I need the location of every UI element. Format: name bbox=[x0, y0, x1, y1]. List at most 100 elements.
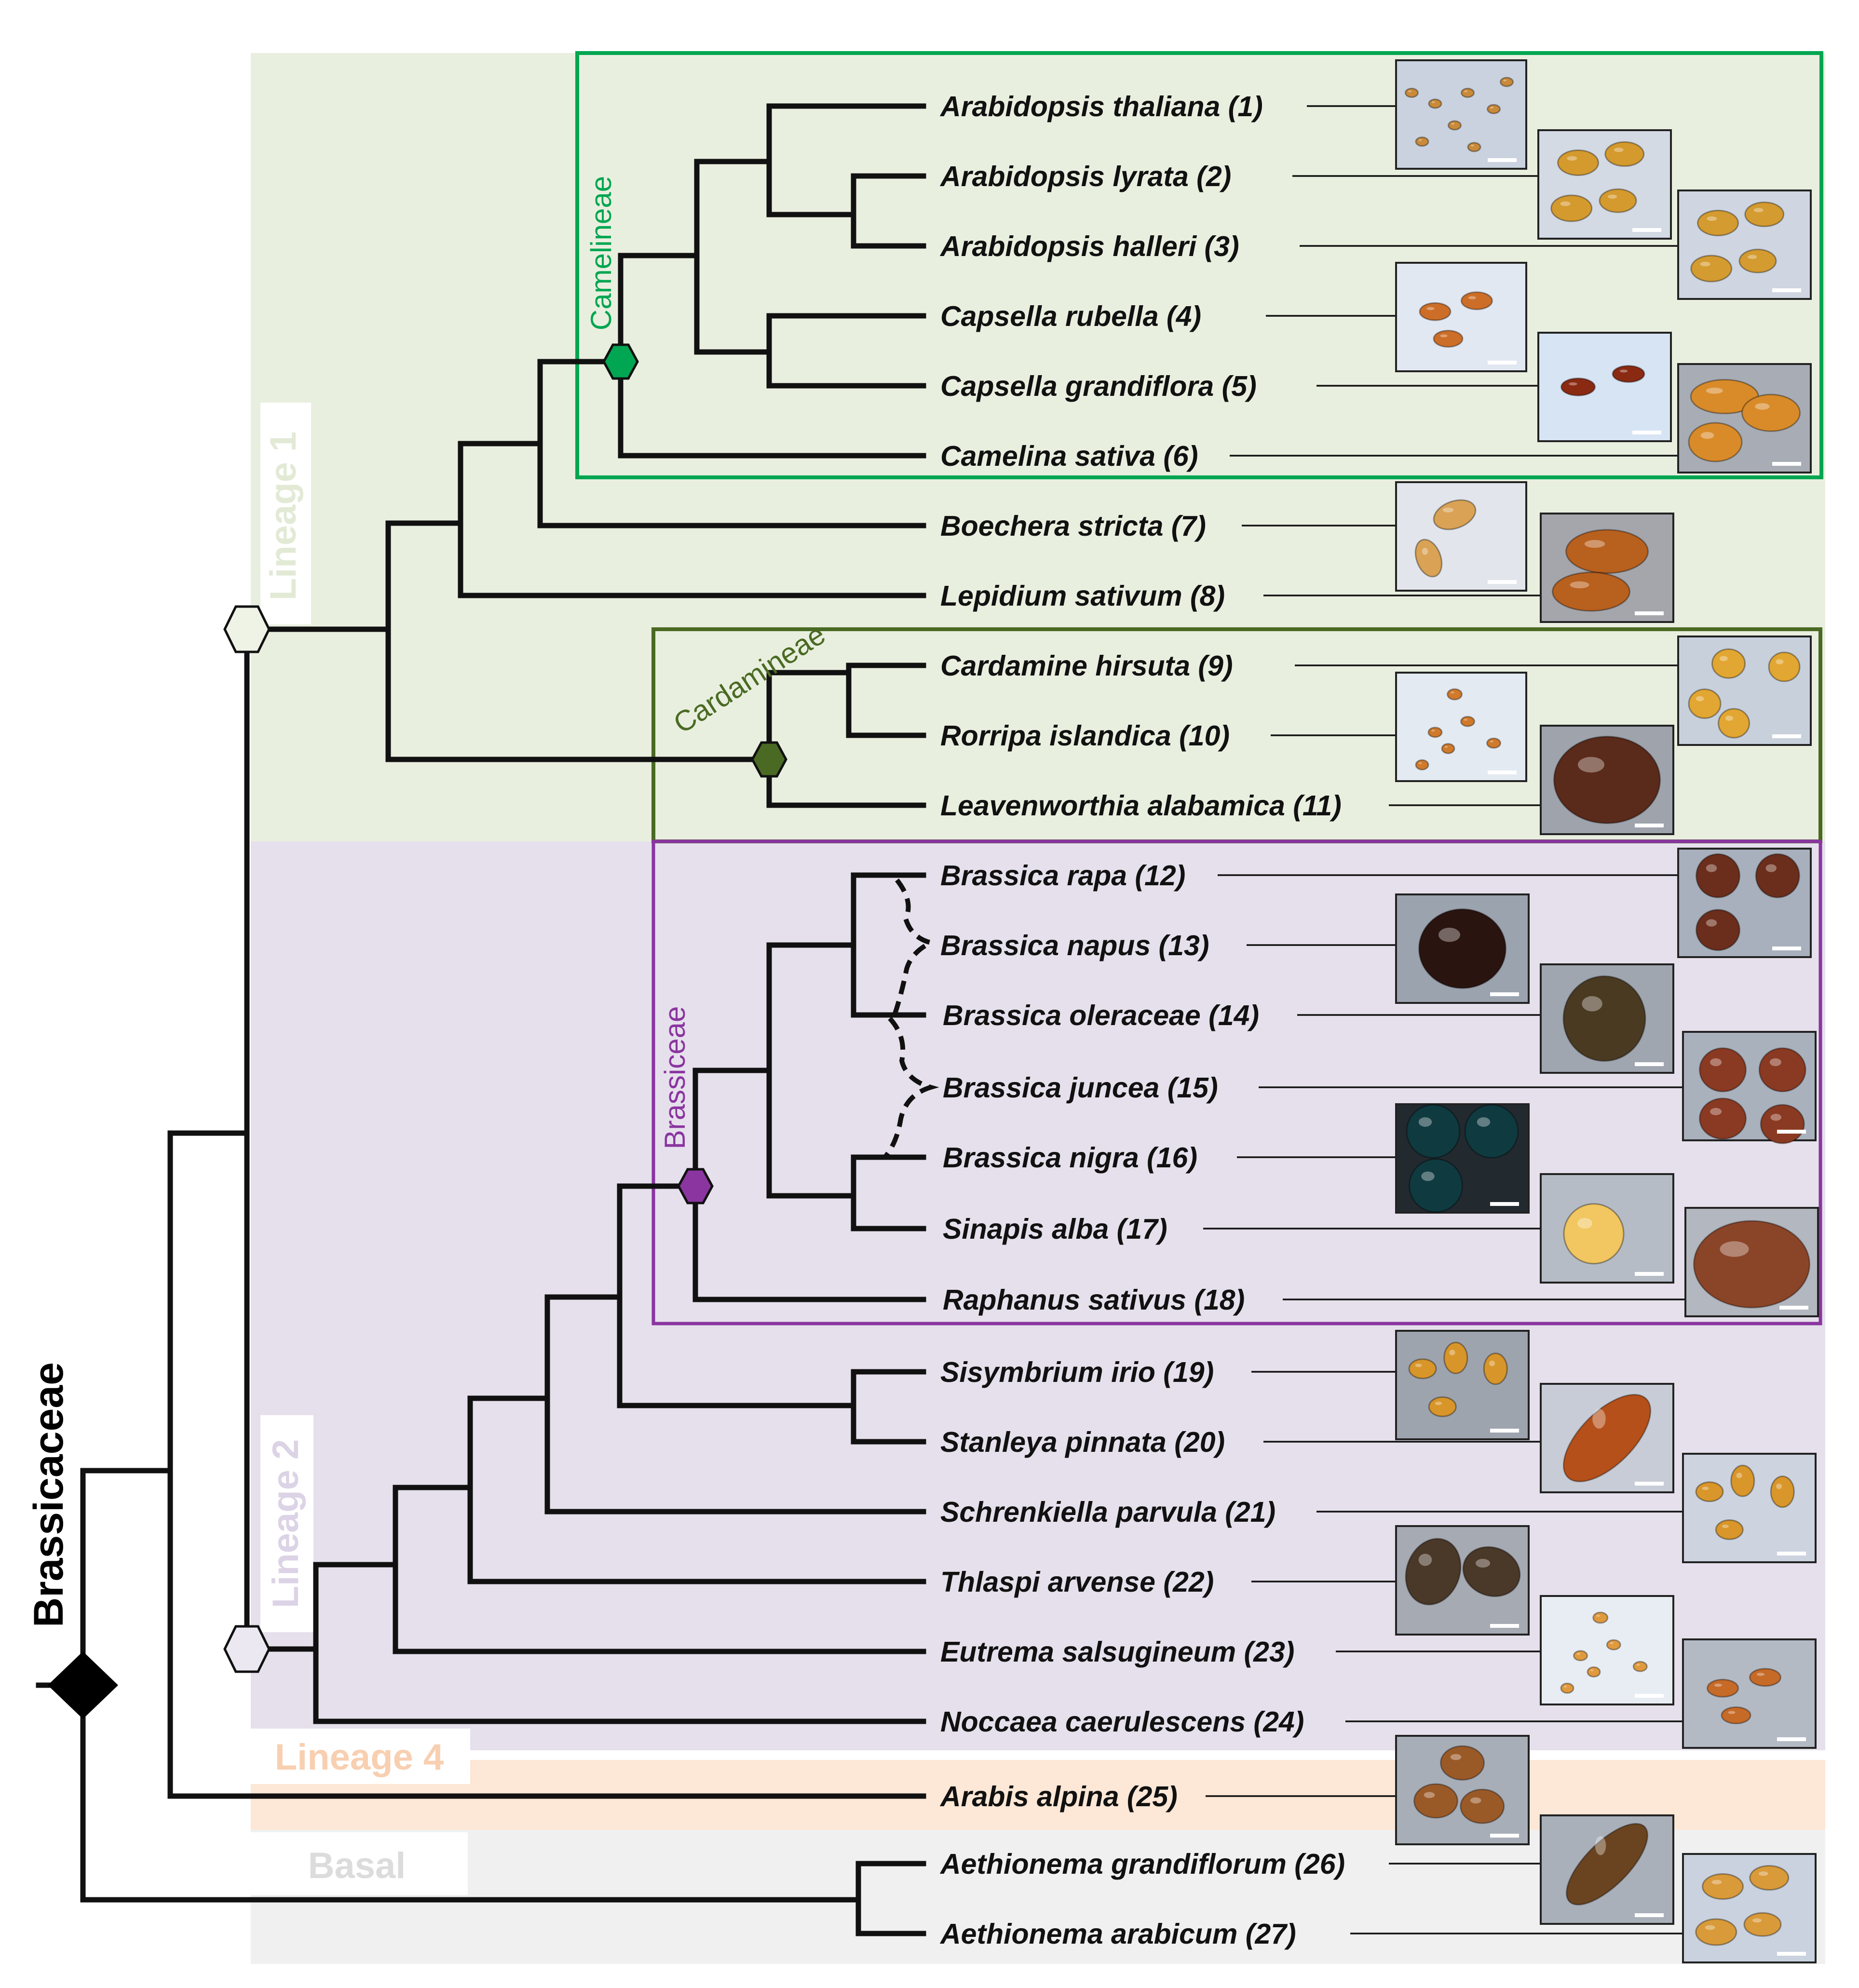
seed-shape bbox=[1699, 1047, 1747, 1093]
seed-highlight bbox=[1418, 1117, 1432, 1127]
taxon-label: Brassica rapa (12) bbox=[940, 860, 1185, 892]
seed-photo bbox=[1540, 725, 1674, 835]
seed-highlight bbox=[1418, 762, 1422, 764]
seed-highlight bbox=[1451, 122, 1454, 125]
seed-highlight bbox=[1418, 139, 1422, 141]
seed-shape bbox=[1599, 188, 1637, 213]
photo-frame bbox=[1677, 189, 1812, 300]
seed-shape bbox=[1760, 1104, 1805, 1144]
taxon-label: Lepidium sativum (8) bbox=[940, 580, 1225, 612]
seed-highlight bbox=[1503, 79, 1506, 81]
seed-shape bbox=[1405, 1538, 1462, 1606]
leader-lines bbox=[1203, 105, 1685, 1934]
scale-bar bbox=[1635, 1482, 1664, 1486]
seed-highlight bbox=[1431, 101, 1435, 103]
seed-shape bbox=[1406, 1104, 1461, 1159]
basal-label-box bbox=[251, 1832, 468, 1895]
seed-highlight bbox=[1710, 1058, 1722, 1067]
seed-shape bbox=[1408, 1358, 1437, 1379]
taxon-label: Arabidopsis thaliana (1) bbox=[939, 91, 1263, 122]
seed-photo bbox=[1395, 1103, 1530, 1214]
scale-bar bbox=[1772, 734, 1801, 738]
basal-label: Basal bbox=[308, 1845, 406, 1886]
napus-hybrid-curve bbox=[892, 878, 938, 1016]
seed-shape bbox=[1573, 1650, 1588, 1662]
seed-shape bbox=[1415, 136, 1429, 147]
seed-highlight bbox=[1440, 334, 1448, 338]
seed-shape bbox=[1741, 393, 1801, 432]
seed-shape bbox=[1460, 291, 1493, 311]
clade-boxes bbox=[575, 51, 1823, 1325]
cardamineae-node bbox=[751, 741, 787, 778]
seed-shape bbox=[1409, 1158, 1463, 1213]
seed-shape bbox=[1715, 1519, 1744, 1540]
scale-bar bbox=[1635, 824, 1664, 827]
seed-highlight bbox=[1418, 1554, 1432, 1566]
seed-highlight bbox=[1426, 307, 1435, 311]
seed-highlight bbox=[1563, 1685, 1567, 1688]
seed-highlight bbox=[1592, 1408, 1606, 1429]
seed-shape bbox=[1730, 1464, 1755, 1497]
seed-highlight bbox=[1595, 1836, 1606, 1855]
seed-photo bbox=[1540, 513, 1674, 623]
lineage-4-label: Lineage 4 bbox=[275, 1737, 444, 1778]
taxon-label: Rorripa islandica (10) bbox=[940, 720, 1230, 752]
taxon-label: Capsella grandiflora (5) bbox=[940, 370, 1257, 402]
scale-bar bbox=[1632, 228, 1661, 232]
seed-highlight bbox=[1477, 1117, 1491, 1127]
band-labels: Lineage 1 Lineage 2 Lineage 4 Basal bbox=[251, 403, 470, 1895]
seed-shape bbox=[1690, 255, 1733, 283]
seed-highlight bbox=[1464, 90, 1467, 93]
taxon-label: Stanleya pinnata (20) bbox=[940, 1426, 1225, 1458]
seed-highlight bbox=[1752, 1918, 1762, 1923]
seed-highlight bbox=[1578, 757, 1604, 773]
seed-highlight bbox=[1584, 540, 1605, 548]
scale-bar bbox=[1635, 611, 1664, 615]
seed-highlight bbox=[1422, 548, 1428, 555]
scale-bar bbox=[1777, 1737, 1806, 1741]
seed-shape bbox=[1460, 716, 1475, 727]
seed-highlight bbox=[1755, 403, 1770, 410]
seed-photo bbox=[1395, 481, 1527, 592]
scale-bar bbox=[1635, 1694, 1664, 1698]
scale-bar bbox=[1779, 1306, 1808, 1310]
seed-highlight bbox=[1408, 90, 1411, 93]
seed-shape bbox=[1460, 1788, 1505, 1824]
seed-shape bbox=[1443, 1341, 1468, 1374]
photo-frame bbox=[1537, 129, 1672, 240]
seed-highlight bbox=[1706, 864, 1717, 872]
taxon-label: Arabis alpina (25) bbox=[939, 1781, 1178, 1812]
seed-highlight bbox=[1614, 148, 1624, 152]
cardamine-rorripa-stem bbox=[766, 670, 852, 762]
phylogenetic-tree bbox=[36, 103, 939, 1936]
seed-shape bbox=[1749, 1668, 1781, 1687]
seed-highlight bbox=[1476, 1559, 1490, 1568]
seed-photos bbox=[1395, 59, 1819, 1963]
photo-frame bbox=[1682, 1853, 1817, 1963]
seed-highlight bbox=[1776, 1483, 1782, 1489]
taxon-label: Camelina sativa (6) bbox=[940, 440, 1198, 472]
seed-shape bbox=[1688, 689, 1722, 719]
seed-highlight bbox=[1421, 1171, 1435, 1181]
photo-frame bbox=[1395, 262, 1527, 372]
seed-highlight bbox=[1449, 1350, 1455, 1355]
seed-highlight bbox=[1415, 1364, 1422, 1367]
seed-shape bbox=[1587, 1666, 1601, 1677]
seed-shape bbox=[1487, 104, 1501, 114]
seed-photo bbox=[1682, 1453, 1817, 1563]
seed-shape bbox=[1562, 975, 1646, 1062]
seed-shape bbox=[1557, 149, 1599, 176]
scale-bar bbox=[1490, 1834, 1519, 1838]
seed-highlight bbox=[1431, 730, 1435, 732]
lineage-1-label-box bbox=[260, 403, 311, 624]
taxon-label: Brassica napus (13) bbox=[940, 930, 1209, 961]
seed-shape bbox=[1441, 743, 1455, 754]
taxon-label: Aethionema arabicum (27) bbox=[939, 1918, 1296, 1950]
seed-photo bbox=[1395, 1735, 1530, 1845]
taxon-label: Leavenworthia alabamica (11) bbox=[940, 790, 1342, 822]
seed-shape bbox=[1738, 248, 1777, 273]
seed-shape bbox=[1711, 648, 1746, 679]
seed-shape bbox=[1770, 1475, 1795, 1508]
seed-highlight bbox=[1728, 1711, 1736, 1714]
seed-highlight bbox=[1438, 928, 1460, 942]
